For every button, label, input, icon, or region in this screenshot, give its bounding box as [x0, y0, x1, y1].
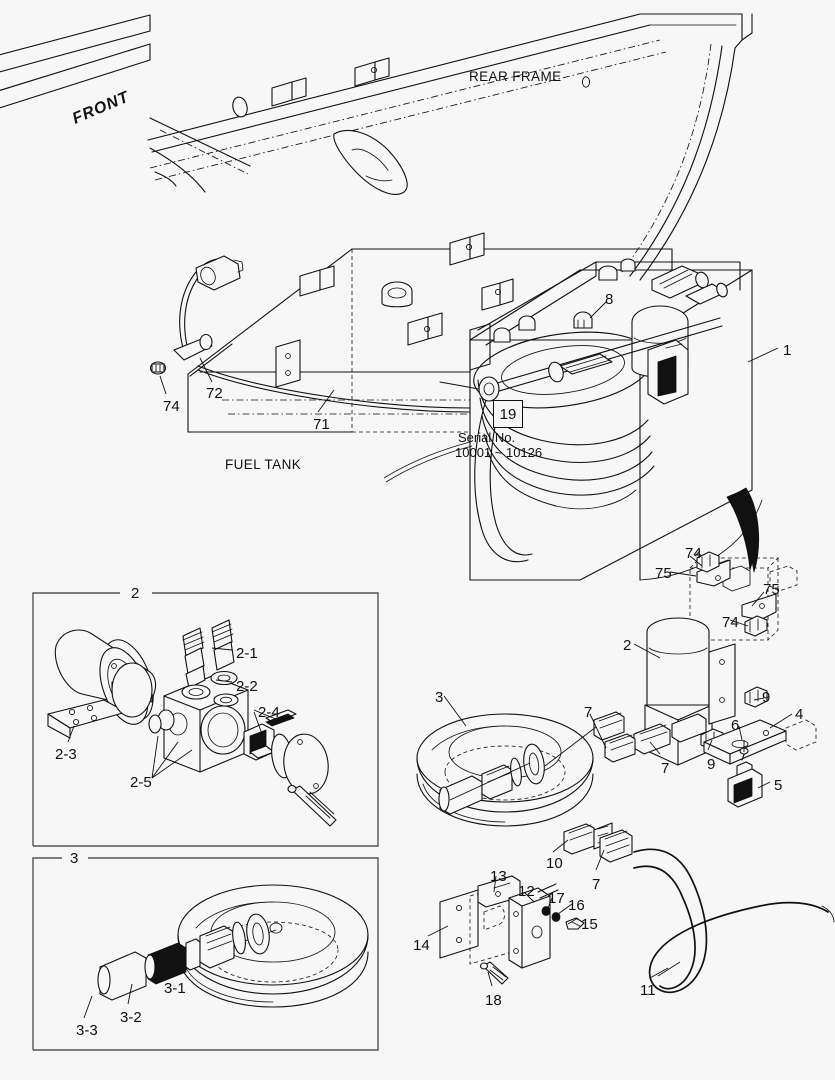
- callout-9-lower: 9: [707, 756, 716, 773]
- callout-1: 1: [783, 342, 792, 359]
- detail-box-3-title: 3: [70, 850, 79, 867]
- callout-leader-lines: [67, 301, 793, 1019]
- detail-3-hose-assembly: [97, 884, 369, 1008]
- callout-71: 71: [313, 416, 330, 433]
- serial-item-number: 19: [499, 405, 517, 423]
- callout-6: 6: [731, 717, 740, 734]
- callout-17: 17: [548, 890, 565, 907]
- callout-3-1: 3-1: [164, 980, 186, 997]
- callout-5: 5: [774, 777, 783, 794]
- main-reel-box-assembly: [439, 258, 763, 581]
- callout-14: 14: [413, 937, 430, 954]
- fuel-tank-body: [187, 232, 673, 433]
- callout-72: 72: [206, 385, 223, 402]
- callout-2-2: 2-2: [236, 678, 258, 695]
- callout-9-upper: 9: [762, 689, 771, 706]
- callout-12: 12: [518, 883, 535, 900]
- callout-2-5: 2-5: [130, 774, 152, 791]
- callout-74-lower: 74: [722, 614, 739, 631]
- front-direction-arrow: [0, 14, 151, 109]
- rear-frame-label: REAR FRAME: [469, 69, 562, 84]
- callout-74-tank: 74: [163, 398, 180, 415]
- detail-2-pump-assembly: [47, 619, 337, 827]
- callout-2-3: 2-3: [55, 746, 77, 763]
- callout-15: 15: [581, 916, 598, 933]
- callout-3-3: 3-3: [76, 1022, 98, 1039]
- detail-box-3-frame: [32, 857, 379, 1051]
- detail-box-2-frame: [32, 592, 379, 847]
- serial-no-range: 10001 ~ 10126: [455, 445, 543, 460]
- callout-2-right: 2: [623, 637, 632, 654]
- bracket-group-12-18: [439, 875, 585, 985]
- fuel-tank-label: FUEL TANK: [225, 457, 302, 472]
- callout-16: 16: [568, 897, 585, 914]
- callout-10: 10: [546, 855, 563, 872]
- callout-74-upper: 74: [685, 545, 702, 562]
- right-pump-assembly: [604, 617, 817, 808]
- callout-2-1: 2-1: [236, 645, 258, 662]
- callout-13: 13: [490, 868, 507, 885]
- callout-3-2: 3-2: [120, 1009, 142, 1026]
- callout-11: 11: [640, 982, 656, 999]
- fuel-line-71: [149, 255, 471, 413]
- callout-3-right: 3: [435, 689, 444, 706]
- detail-box-2-title: 2: [131, 585, 140, 602]
- bottom-hose-assembly: [563, 822, 835, 994]
- serial-no-label: Serial No.: [458, 430, 516, 445]
- right-hose-coil-3: [416, 711, 625, 827]
- callout-8: 8: [605, 291, 614, 308]
- callout-75-left: 75: [655, 565, 672, 582]
- callout-7-mid: 7: [661, 760, 670, 777]
- serial-item-number-box: 19: [493, 400, 523, 428]
- callout-18: 18: [485, 992, 502, 1009]
- callout-7-hose: 7: [592, 876, 601, 893]
- callout-2-4: 2-4: [258, 704, 280, 721]
- callout-4: 4: [795, 706, 804, 723]
- rear-frame-structure: [147, 13, 753, 281]
- callout-75-right: 75: [763, 581, 780, 598]
- right-bracket-hardware: [689, 550, 798, 641]
- callout-7-left: 7: [584, 704, 593, 721]
